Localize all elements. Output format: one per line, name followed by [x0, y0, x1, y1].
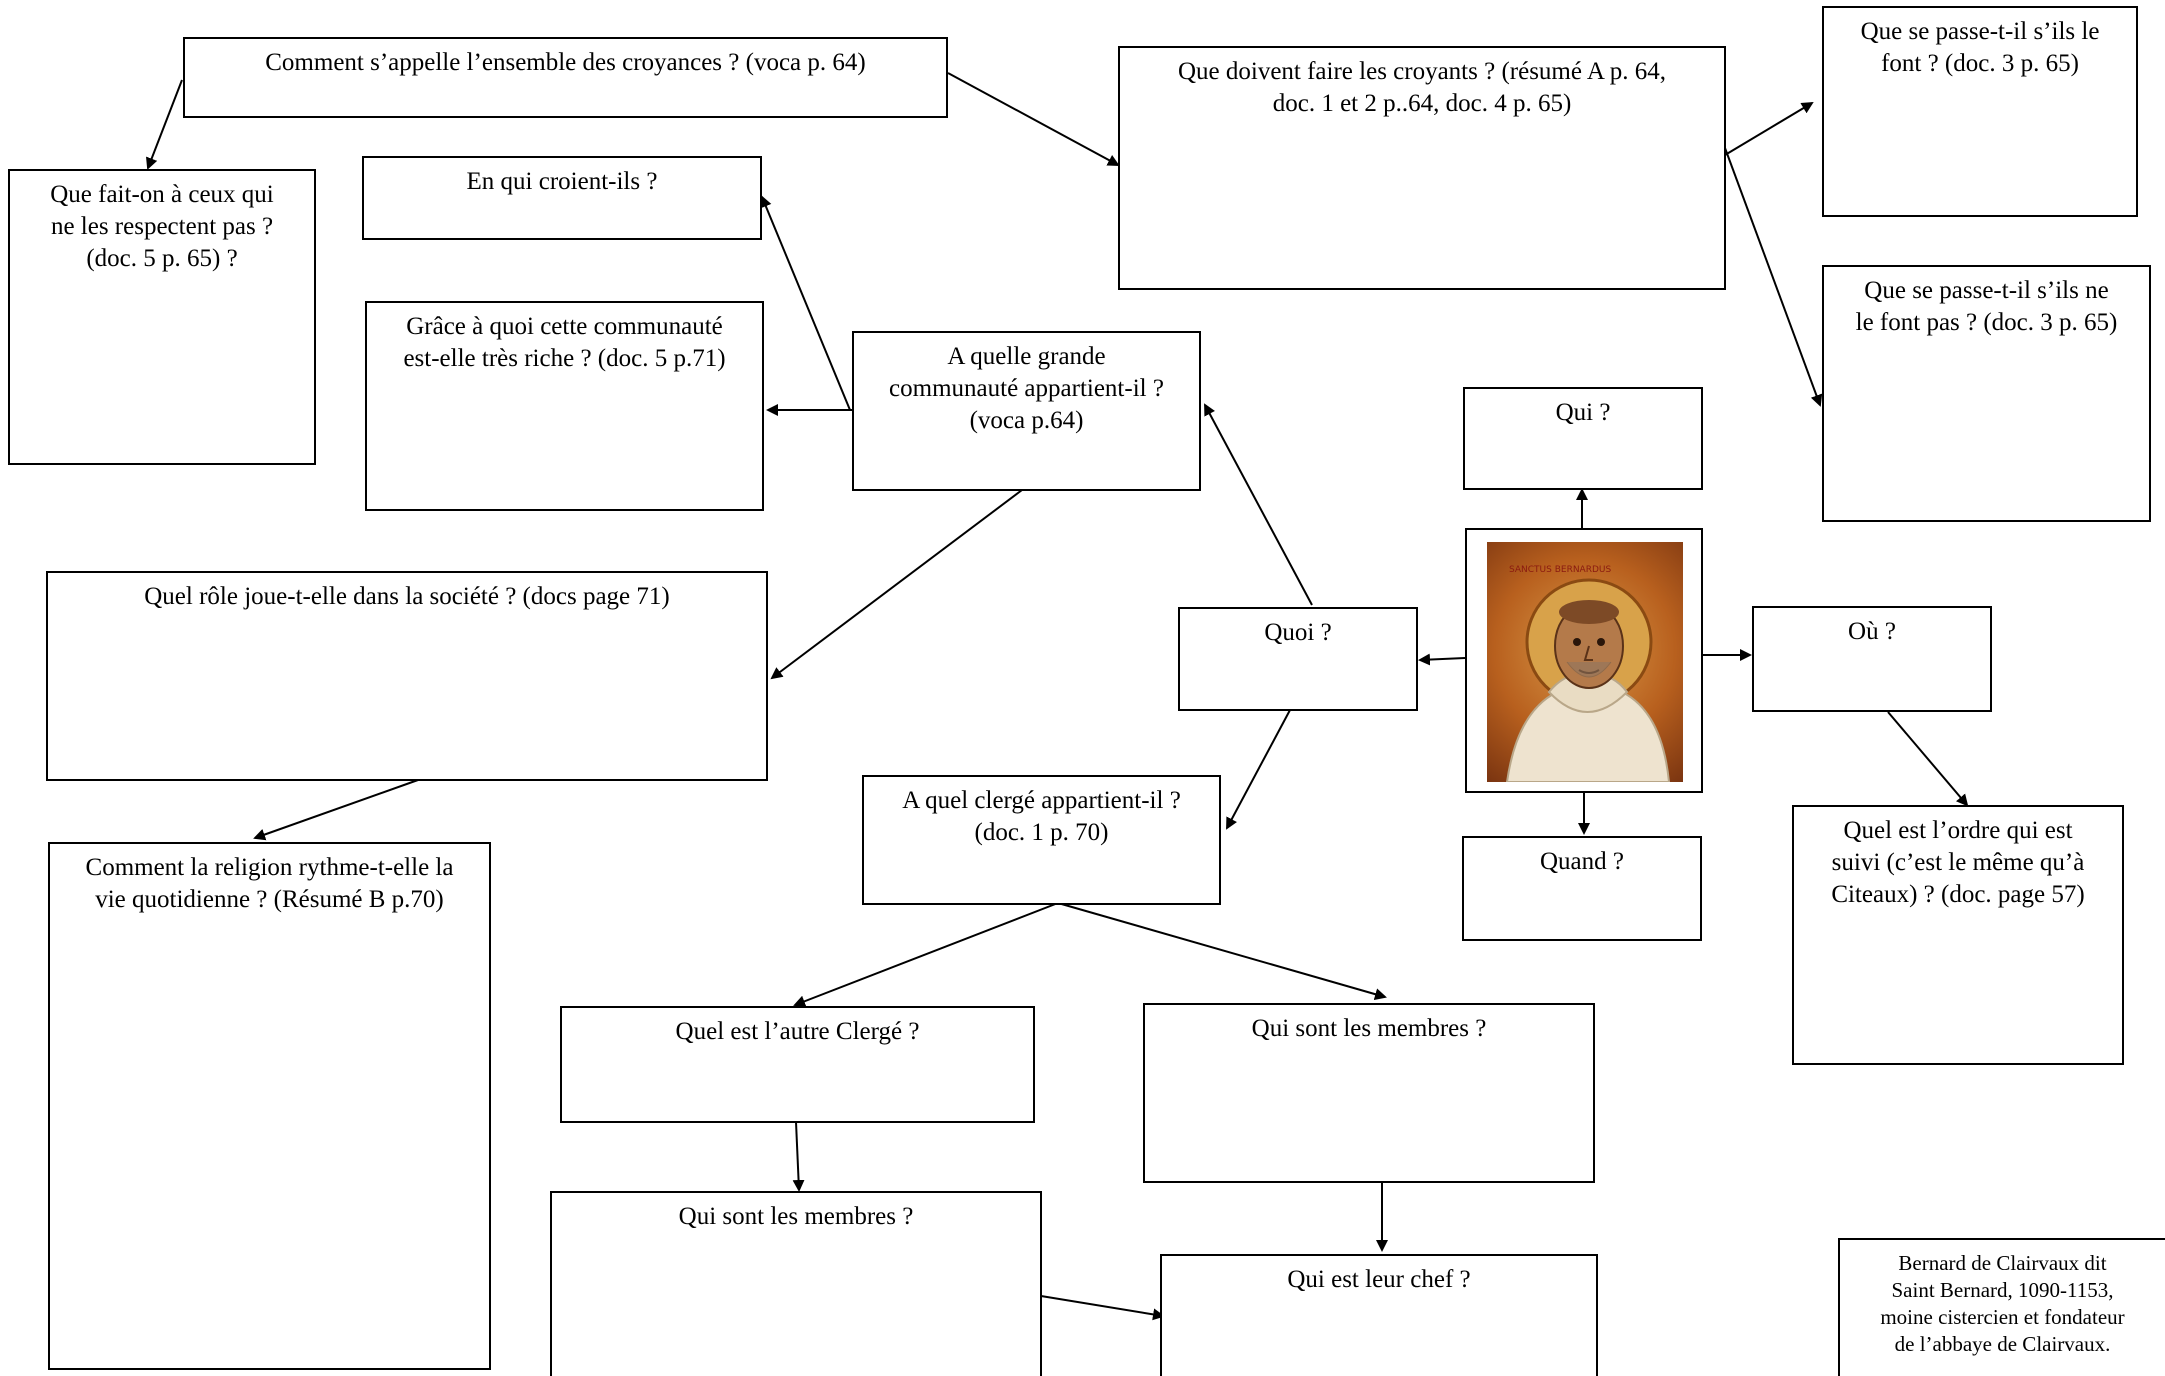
arrow-autre-clerge-to-membres-2: [792, 1121, 805, 1192]
node-que-doivent: Que doivent faire les croyants ? (résumé…: [1118, 46, 1726, 290]
arrow-quoi-to-clerge: [1226, 709, 1291, 830]
arrow-que-doivent-to-sils-le-font: [1724, 101, 1814, 156]
arrow-croyances-to-que-doivent: [947, 72, 1120, 166]
node-role: Quel rôle joue-t-elle dans la société ? …: [46, 571, 768, 781]
portrait-caption: Bernard de Clairvaux dit Saint Bernard, …: [1838, 1238, 2165, 1376]
node-quoi-text: Quoi ?: [1264, 619, 1332, 646]
node-role-text: Quel rôle joue-t-elle dans la société ? …: [144, 583, 670, 610]
node-croyances: Comment s’appelle l’ensemble des croyanc…: [183, 37, 948, 118]
node-que-fait-on: Que fait-on à ceux qui ne les respectent…: [8, 169, 316, 465]
node-grace-a-quoi-text: Grâce à quoi cette communauté est-elle t…: [403, 313, 726, 372]
node-sils-le-font-text: Que se passe-t-il s’ils le font ? (doc. …: [1860, 18, 2100, 77]
node-quand: Quand ?: [1462, 836, 1702, 941]
portrait-saint-bernard: SANCTUS BERNARDUS: [1465, 528, 1703, 793]
node-sils-ne-le-font-text: Que se passe-t-il s’ils ne le font pas ?…: [1855, 277, 2118, 336]
node-ordre-text: Quel est l’ordre qui est suivi (c’est le…: [1831, 817, 2085, 908]
node-clerge: A quel clergé appartient-il ? (doc. 1 p.…: [862, 775, 1221, 905]
node-en-qui: En qui croient-ils ?: [362, 156, 762, 240]
node-en-qui-text: En qui croient-ils ?: [466, 168, 658, 195]
node-membres-2-text: Qui sont les membres ?: [678, 1203, 914, 1230]
node-chef: Qui est leur chef ?: [1160, 1254, 1598, 1376]
node-grande-communaute: A quelle grande communauté appartient-il…: [852, 331, 1201, 491]
node-qui-text: Qui ?: [1555, 399, 1611, 426]
portrait-inscription: SANCTUS BERNARDUS: [1509, 565, 1611, 575]
node-chef-text: Qui est leur chef ?: [1287, 1266, 1471, 1293]
arrow-membres-2-to-chef: [1040, 1295, 1165, 1321]
arrow-communaute-to-en-qui: [760, 195, 851, 411]
arrow-portrait-to-quoi: [1418, 653, 1466, 666]
node-grande-communaute-text: A quelle grande communauté appartient-il…: [889, 343, 1164, 434]
node-rythme-text: Comment la religion rythme-t-elle la vie…: [85, 854, 454, 913]
arrow-clerge-to-membres-1: [1057, 902, 1387, 1001]
node-que-doivent-text: Que doivent faire les croyants ? (résumé…: [1177, 58, 1667, 117]
node-que-fait-on-text: Que fait-on à ceux qui ne les respectent…: [50, 181, 274, 272]
node-autre-clerge: Quel est l’autre Clergé ?: [560, 1006, 1035, 1123]
node-membres-1-text: Qui sont les membres ?: [1251, 1015, 1487, 1042]
arrow-croyances-to-que-fait-on: [146, 79, 183, 170]
node-membres-2: Qui sont les membres ?: [550, 1191, 1042, 1376]
arrow-que-doivent-to-sils-ne-le-font: [1724, 147, 1823, 407]
node-clerge-text: A quel clergé appartient-il ? (doc. 1 p.…: [902, 787, 1181, 846]
arrow-clerge-to-autre-clerge: [793, 902, 1059, 1007]
node-sils-ne-le-font: Que se passe-t-il s’ils ne le font pas ?…: [1822, 265, 2151, 522]
node-quoi: Quoi ?: [1178, 607, 1418, 711]
arrow-communaute-to-role: [770, 489, 1023, 680]
node-membres-1: Qui sont les membres ?: [1143, 1003, 1595, 1183]
node-rythme: Comment la religion rythme-t-elle la vie…: [48, 842, 491, 1370]
node-ordre: Quel est l’ordre qui est suivi (c’est le…: [1792, 805, 2124, 1065]
node-qui: Qui ?: [1463, 387, 1703, 490]
node-ou: Où ?: [1752, 606, 1992, 712]
node-croyances-text: Comment s’appelle l’ensemble des croyanc…: [265, 49, 866, 76]
portrait-caption-text: Bernard de Clairvaux dit Saint Bernard, …: [1880, 1251, 2125, 1356]
arrow-ou-to-ordre: [1887, 711, 1969, 807]
arrow-quoi-to-communaute: [1204, 403, 1313, 606]
node-autre-clerge-text: Quel est l’autre Clergé ?: [675, 1018, 920, 1045]
node-quand-text: Quand ?: [1540, 848, 1624, 875]
saint-icon: SANCTUS BERNARDUS: [1487, 542, 1683, 783]
node-sils-le-font: Que se passe-t-il s’ils le font ? (doc. …: [1822, 6, 2138, 217]
node-grace-a-quoi: Grâce à quoi cette communauté est-elle t…: [365, 301, 764, 511]
arrow-role-to-rythme: [253, 779, 419, 841]
node-ou-text: Où ?: [1848, 618, 1896, 645]
